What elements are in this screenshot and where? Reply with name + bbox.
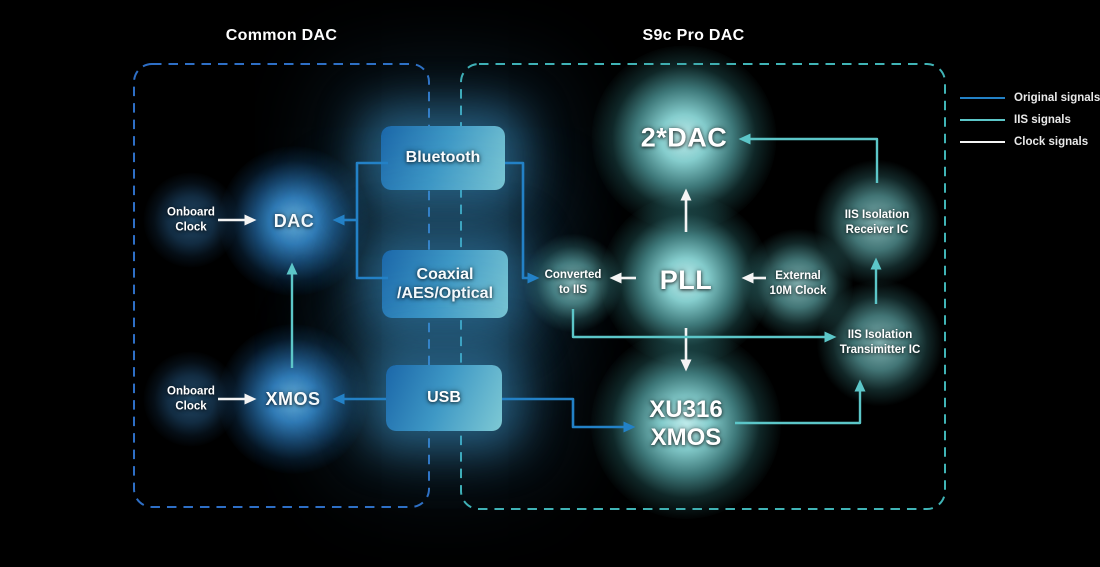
arrow-bracket-to-converted [505, 161, 540, 284]
clock-signals-line-icon [960, 140, 1005, 144]
legend-row-original: Original signals [960, 91, 1100, 105]
legend-label: IIS signals [1014, 114, 1071, 126]
xu316-xmos-node: XU316 XMOS [591, 329, 781, 519]
iis-isolation-transmitter-label: IIS Isolation Transimitter IC [816, 279, 944, 407]
legend-label: Clock signals [1014, 136, 1089, 148]
converted-to-iis-label: Converted to IIS [523, 233, 623, 333]
usb-node: USB [386, 365, 502, 431]
legend-row-iis: IIS signals [960, 113, 1100, 127]
original-signals-line-icon [960, 96, 1005, 100]
coaxial-aes-optical-node: Coaxial /AES/Optical [382, 250, 508, 318]
pro-dac-title: S9c Pro DAC [642, 27, 745, 44]
iis-isolation-receiver-label: IIS Isolation Receiver IC [813, 159, 941, 287]
dac-node: DAC [219, 146, 369, 296]
bluetooth-node: Bluetooth [381, 126, 505, 190]
legend-label: Original signals [1014, 92, 1100, 104]
iis-signals-line-icon [960, 118, 1005, 122]
xmos-node: XMOS [218, 324, 368, 474]
legend: Original signals IIS signals Clock signa… [960, 91, 1100, 157]
legend-row-clock: Clock signals [960, 135, 1100, 149]
common-dac-title: Common DAC [225, 27, 338, 44]
